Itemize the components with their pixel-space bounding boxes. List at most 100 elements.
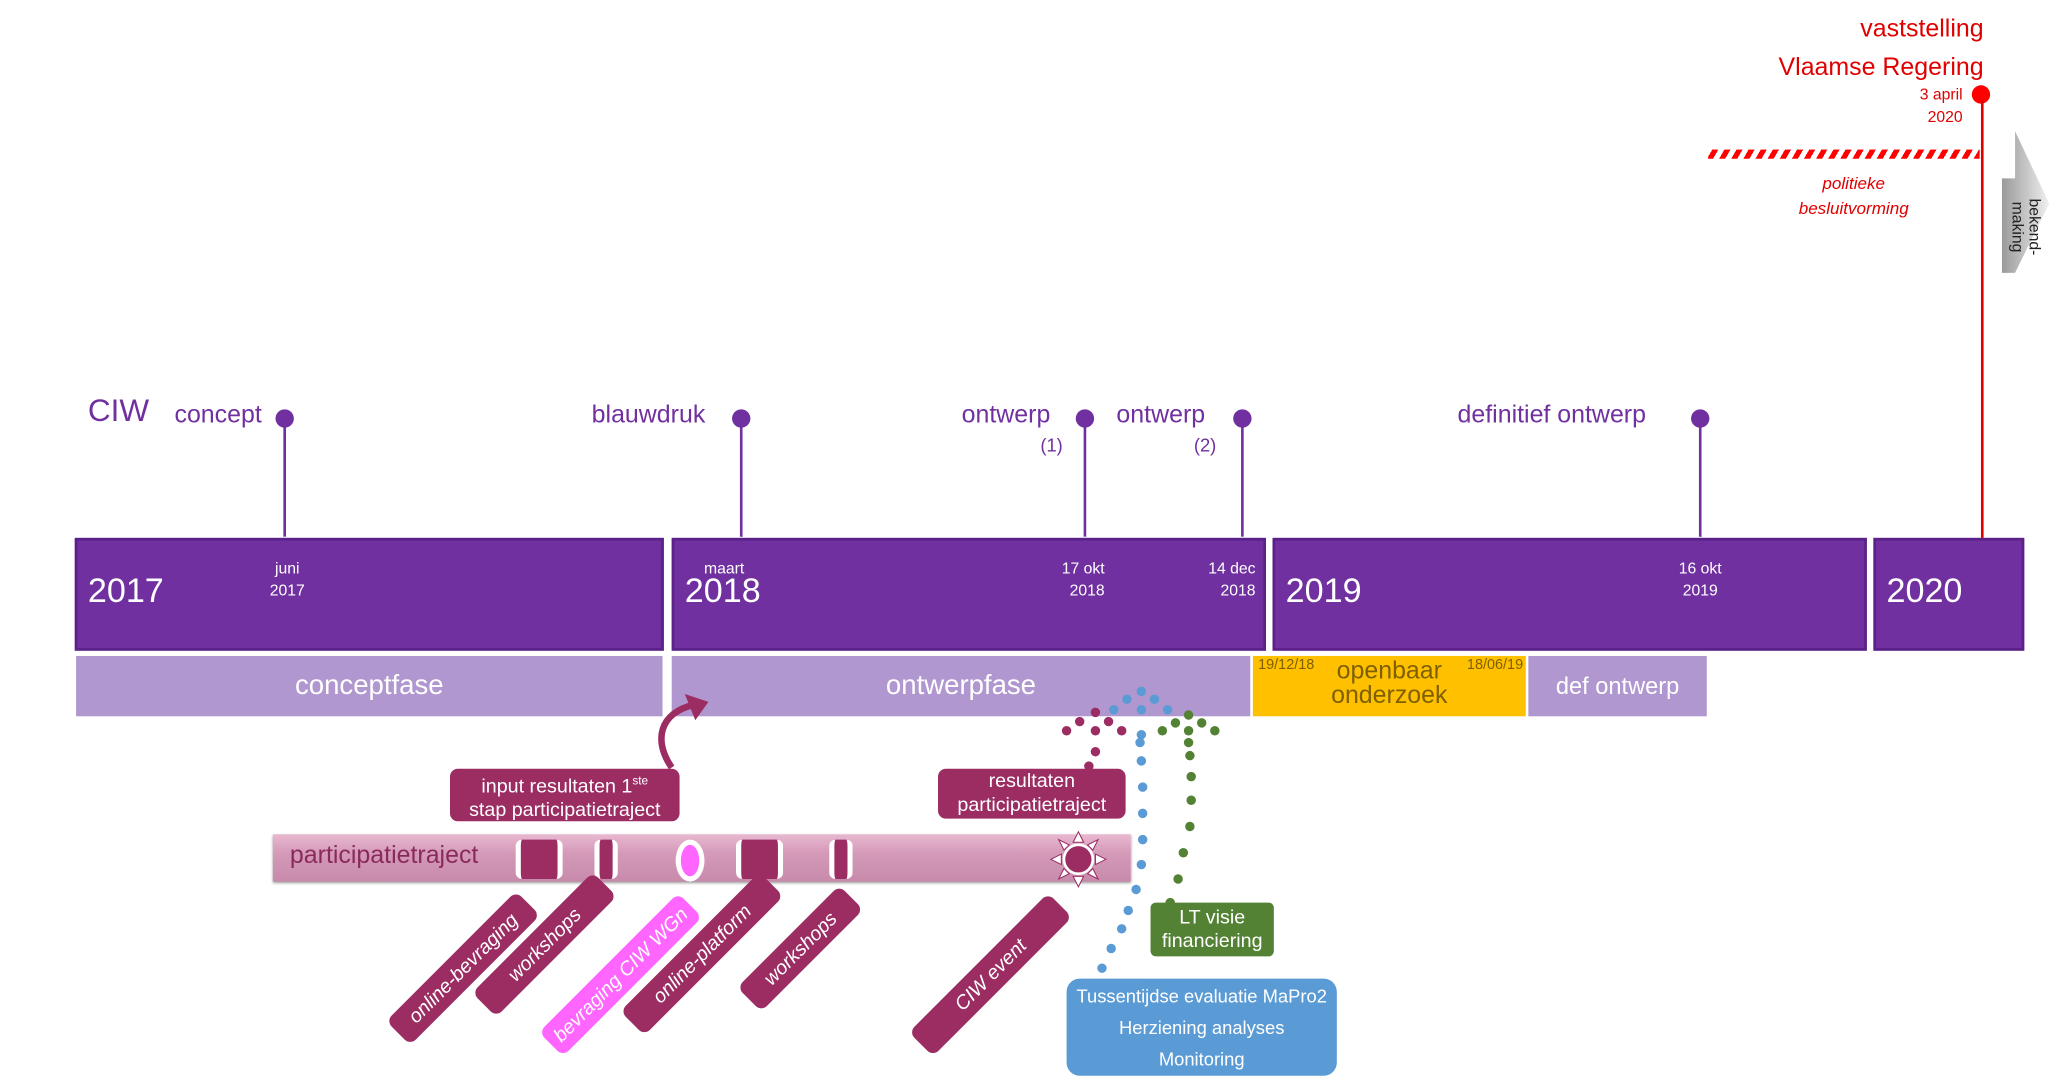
blue-dot: [1136, 729, 1147, 740]
title-line: Vlaamse Regering: [1778, 53, 1984, 82]
blue-dot: [1149, 694, 1160, 704]
final-decision-dot: [1971, 85, 1991, 104]
start-date: 19/12/18: [1258, 657, 1315, 674]
final-decision-date: 3 april 2020: [1876, 84, 1963, 129]
milestone-label: definitief ontwerp: [1457, 401, 1646, 429]
label-line: politieke: [1822, 173, 1885, 193]
milestone-label: ontwerp: [1116, 401, 1206, 429]
blue-dot: [1131, 884, 1141, 895]
phase-label-line: openbaar: [1336, 657, 1442, 685]
phase-conceptfase: conceptfase: [76, 655, 663, 717]
blue-dot: [1123, 905, 1133, 916]
wine-dot: [1103, 716, 1114, 727]
hatched-bar: [1708, 149, 1980, 159]
announcement-arrow: [2001, 131, 2050, 273]
final-decision-line: [1980, 99, 1983, 538]
milestone-label: ontwerp: [961, 401, 1051, 429]
green-dot: [1183, 710, 1194, 720]
phase-def-ontwerp: def ontwerp: [1528, 655, 1707, 717]
results-callout: resultaten participatietraject: [938, 768, 1126, 819]
blue-dot: [1122, 694, 1132, 704]
evaluation-box: Tussentijdse evaluatie MaPro2 Herziening…: [1066, 978, 1337, 1076]
date-line: 2019: [1682, 581, 1718, 600]
callout-line: participatietraject: [957, 793, 1107, 817]
wine-dot: [1090, 746, 1101, 757]
date-line: 14 dec: [1208, 558, 1256, 578]
date-line: 3 april: [1919, 85, 1963, 104]
box-line: Monitoring: [1158, 1048, 1245, 1070]
milestone-dot: [1233, 409, 1252, 428]
year-label: 2020: [1886, 570, 1963, 611]
phase-label-line: onderzoek: [1331, 682, 1448, 710]
year-bar-2019: 2019: [1272, 537, 1867, 651]
date-line: 2018: [1220, 581, 1256, 600]
blue-dot: [1137, 808, 1148, 819]
blue-dot: [1137, 782, 1148, 792]
activity-marker-pink: [675, 839, 705, 882]
blue-dot: [1135, 737, 1145, 748]
date-label: 17 okt 2018: [1036, 558, 1105, 603]
green-dot: [1170, 718, 1181, 728]
label-line: besluitvorming: [1798, 198, 1909, 218]
wine-dot: [1084, 761, 1094, 771]
phase-ontwerpfase: ontwerpfase: [671, 655, 1251, 717]
track-label: participatietraject: [289, 842, 479, 870]
blue-dot: [1136, 756, 1147, 766]
superscript: ste: [632, 773, 649, 787]
political-decision-label: politieke besluitvorming: [1758, 171, 1950, 221]
milestone-dot: [275, 409, 294, 428]
blue-dot: [1136, 686, 1147, 697]
green-dot: [1183, 726, 1194, 736]
final-decision-title: vaststelling Vlaamse Regering: [1705, 10, 1984, 86]
callout-line: stap participatietraject: [469, 798, 661, 821]
green-dot: [1173, 874, 1183, 884]
year-bar-2017: 2017: [74, 537, 664, 651]
blue-dot: [1116, 924, 1127, 934]
milestone-dot: [732, 409, 751, 428]
green-dot: [1186, 795, 1196, 805]
year-bar-2018: 2018: [671, 537, 1266, 651]
date-line: 2017: [269, 581, 305, 600]
milestone-line: [1698, 419, 1701, 545]
wine-dot: [1116, 726, 1127, 736]
date-line: 2020: [1927, 107, 1963, 126]
green-dot: [1196, 718, 1207, 728]
input-results-callout: input resultaten 1ste stap participatiet…: [449, 768, 680, 822]
year-label: 2018: [684, 570, 761, 611]
date-label: maart: [691, 558, 757, 580]
date-line: 17 okt: [1061, 558, 1105, 578]
blue-dot: [1162, 705, 1173, 715]
activity-marker: [829, 839, 853, 879]
activity-marker: [515, 839, 563, 879]
milestone-sub: (1): [1040, 434, 1063, 456]
green-dot: [1178, 848, 1189, 858]
green-dot: [1185, 821, 1195, 832]
box-line: Tussentijdse evaluatie MaPro2: [1076, 985, 1327, 1007]
activity-marker: [735, 839, 784, 879]
year-label: 2019: [1285, 570, 1362, 611]
green-dot: [1185, 750, 1195, 761]
box-line: Herziening analyses: [1118, 1016, 1285, 1038]
blue-dot: [1136, 705, 1147, 715]
date-line: juni: [275, 558, 300, 578]
event-star-icon: [1049, 830, 1108, 889]
milestone-sub: (2): [1193, 434, 1217, 456]
milestone-dot: [1691, 409, 1710, 428]
blue-dot: [1097, 963, 1107, 973]
date-line: 2018: [1069, 581, 1105, 600]
milestone-label: concept: [174, 401, 262, 429]
milestone-dot: [1075, 409, 1095, 428]
phase-openbaar-onderzoek: 19/12/18 18/06/19 openbaar onderzoek: [1252, 655, 1526, 717]
box-line: LT visie: [1179, 905, 1246, 929]
ciw-label: CIW: [87, 393, 150, 429]
green-dot: [1157, 726, 1168, 736]
year-bar-2020: 2020: [1873, 537, 2025, 651]
callout-line: input resultaten 1ste: [481, 768, 648, 798]
title-line: vaststelling: [1860, 15, 1984, 44]
wine-dot: [1061, 726, 1072, 736]
milestone-line: [739, 419, 742, 545]
curved-arrow-icon: [658, 693, 709, 770]
